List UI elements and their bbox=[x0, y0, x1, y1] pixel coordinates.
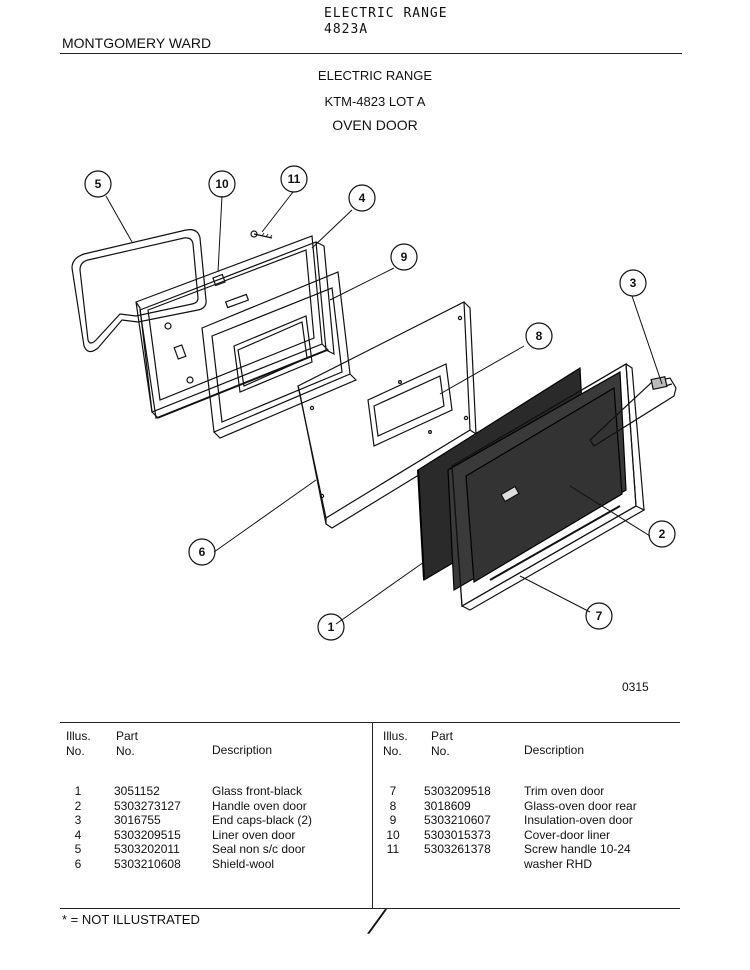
table-cell: 1 bbox=[74, 784, 82, 798]
table-bottom-rule bbox=[60, 908, 680, 909]
right-description-column: Trim oven door Glass-oven door rear Insu… bbox=[524, 784, 637, 871]
table-cell: 9 bbox=[389, 813, 397, 827]
table-cell: 3051152 bbox=[114, 784, 160, 798]
table-cell: 5303209518 bbox=[424, 784, 491, 798]
table-cell: washer RHD bbox=[524, 856, 593, 871]
header-rule bbox=[60, 53, 682, 54]
left-header-part: Part No. bbox=[116, 729, 139, 758]
table-cell: 5303210607 bbox=[424, 813, 491, 827]
title-line-2: KTM-4823 LOT A bbox=[324, 94, 426, 109]
figure-code: 0315 bbox=[622, 680, 649, 694]
callout-8: 8 bbox=[536, 329, 543, 343]
table-cell: 2 bbox=[74, 798, 82, 813]
table-cell: Shield-wool bbox=[212, 856, 275, 871]
screw-part bbox=[250, 230, 273, 239]
table-cell: Seal non s/c door bbox=[212, 842, 306, 856]
door-handle-part bbox=[589, 375, 677, 447]
table-cell: 5303261378 bbox=[424, 842, 491, 856]
table-cell: Glass-oven door rear bbox=[524, 798, 637, 813]
right-header-illus: Illus. No. bbox=[383, 729, 408, 758]
table-cell: 6 bbox=[74, 856, 82, 871]
callout-2: 2 bbox=[659, 527, 666, 541]
model-title: ELECTRIC RANGE bbox=[324, 6, 448, 21]
right-header-part: Part No. bbox=[431, 729, 454, 758]
table-cell: Glass front-black bbox=[212, 784, 303, 798]
callout-circles bbox=[84, 165, 676, 641]
table-cell: 5303202011 bbox=[114, 842, 180, 856]
table-cell: Handle oven door bbox=[212, 798, 307, 813]
table-cell: 7 bbox=[389, 784, 397, 798]
table-cell: Trim oven door bbox=[524, 784, 605, 798]
right-header-description: Description bbox=[524, 743, 585, 757]
table-cell: 11 bbox=[386, 842, 400, 856]
table-cell: Insulation-oven door bbox=[524, 813, 633, 827]
left-description-column: Glass front-black Handle oven door End c… bbox=[212, 784, 312, 871]
table-cell: 8 bbox=[389, 798, 397, 813]
table-cell: 10 bbox=[386, 827, 400, 842]
left-illus-column: 1 2 3 4 5 6 bbox=[60, 784, 96, 871]
model-number: 4823A bbox=[324, 22, 369, 37]
left-part-column: 3051152 5303273127 3016755 5303209515 53… bbox=[114, 784, 181, 871]
title-line-3: OVEN DOOR bbox=[332, 117, 418, 133]
callout-5: 5 bbox=[95, 177, 102, 191]
not-illustrated-note: * = NOT ILLUSTRATED bbox=[62, 912, 200, 927]
title-line-1: ELECTRIC RANGE bbox=[317, 68, 433, 83]
callout-6: 6 bbox=[199, 545, 206, 559]
table-cell: 5 bbox=[74, 842, 82, 856]
insulation-part bbox=[201, 271, 358, 439]
table-cell: 3 bbox=[74, 813, 82, 827]
callout-3: 3 bbox=[630, 276, 637, 290]
callout-7: 7 bbox=[596, 609, 603, 623]
table-cell: Screw handle 10-24 bbox=[524, 842, 631, 856]
table-cell: End caps-black (2) bbox=[212, 813, 313, 827]
table-top-rule bbox=[60, 722, 680, 723]
right-illus-column: 7 8 9 10 11 bbox=[378, 784, 408, 857]
table-cell: 5303209515 bbox=[114, 827, 181, 842]
oven-door-exploded-diagram: 5 10 11 4 9 8 3 2 7 6 1 bbox=[71, 165, 677, 641]
table-cell: 5303273127 bbox=[114, 798, 181, 813]
table-cell: 5303210608 bbox=[114, 856, 181, 871]
seal-part bbox=[71, 229, 207, 353]
shield-wool-part bbox=[297, 301, 477, 529]
table-cell: Liner oven door bbox=[212, 827, 296, 842]
table-cell: 5303015373 bbox=[424, 827, 491, 842]
callout-10: 10 bbox=[215, 177, 229, 191]
table-cell: 4 bbox=[74, 827, 82, 842]
callout-9: 9 bbox=[401, 250, 408, 264]
trim-frame-part bbox=[451, 362, 646, 611]
left-header-illus: Illus. No. bbox=[66, 729, 91, 758]
callout-1: 1 bbox=[328, 620, 335, 634]
brand-name: MONTGOMERY WARD bbox=[62, 35, 212, 51]
right-part-column: 5303209518 3018609 5303210607 5303015373… bbox=[424, 784, 491, 857]
table-cell: 3016755 bbox=[114, 813, 161, 827]
table-center-divider bbox=[372, 722, 373, 908]
table-cell: Cover-door liner bbox=[524, 827, 611, 842]
leader-lines bbox=[105, 191, 663, 625]
table-cell: 3018609 bbox=[424, 798, 471, 813]
left-header-description: Description bbox=[212, 743, 273, 757]
callout-11: 11 bbox=[288, 172, 301, 186]
page-mark: / bbox=[368, 904, 386, 939]
liner-oven-door-part bbox=[139, 241, 335, 419]
callout-4: 4 bbox=[359, 191, 366, 205]
